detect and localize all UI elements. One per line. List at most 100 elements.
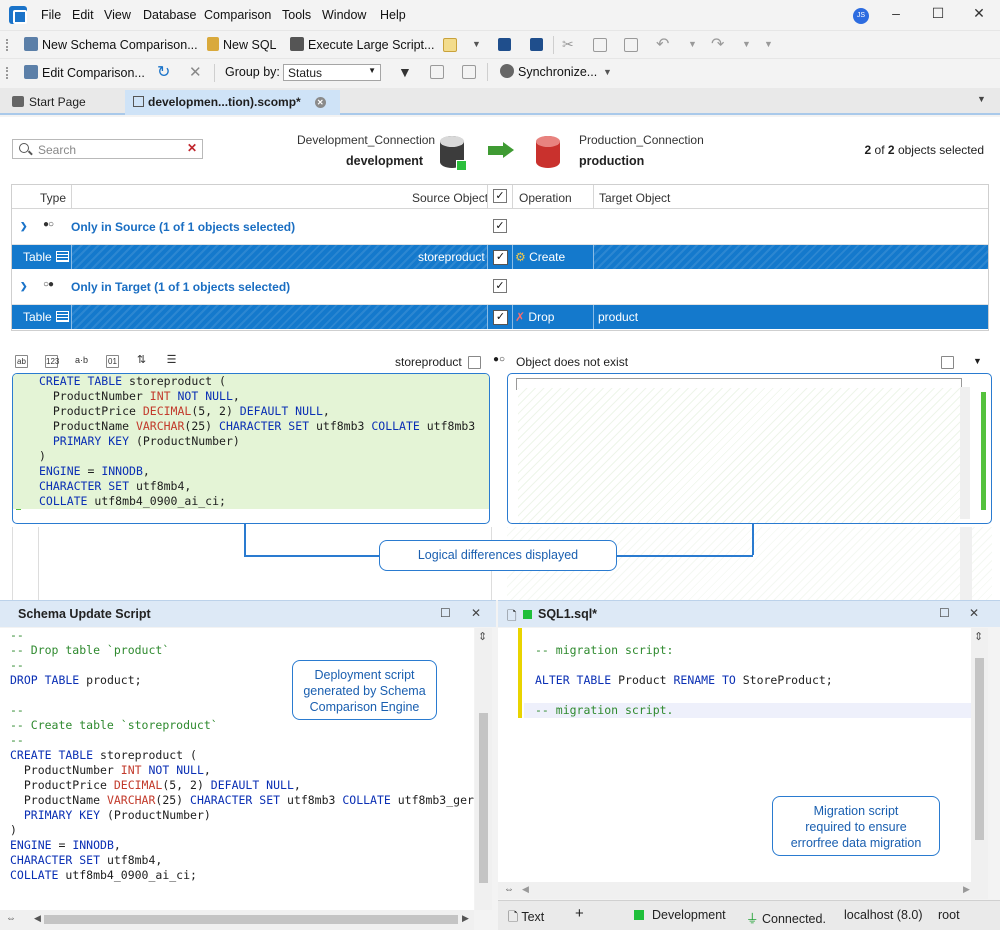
sort-icon[interactable]: ⇅ <box>136 354 147 366</box>
table-row[interactable]: Table storeproduct ✓ ⚙ Create <box>12 245 988 269</box>
target-ddl-pane[interactable] <box>507 373 992 524</box>
chevron-down-icon[interactable]: ▼ <box>973 356 982 366</box>
tab-start-page[interactable]: Start Page <box>4 90 122 115</box>
tab-schema-comparison[interactable]: developmen...tion).scomp*✕ <box>125 90 340 115</box>
chevron-down-icon[interactable]: ▼ <box>472 39 481 49</box>
new-sql-button[interactable]: New SQL <box>207 37 277 52</box>
menu-comparison[interactable]: Comparison <box>204 8 272 22</box>
column-target-object[interactable]: Target Object <box>599 191 671 205</box>
group-by-select[interactable]: Status▼ <box>283 64 381 81</box>
group-checkbox[interactable]: ✓ <box>493 279 507 293</box>
table-icon <box>55 311 69 322</box>
new-schema-comparison-button[interactable]: New Schema Comparison... <box>24 37 198 52</box>
column-source-object[interactable]: Source Object <box>412 191 489 205</box>
toolbar-separator <box>553 36 554 54</box>
compare-scrollbar[interactable] <box>960 387 970 519</box>
menu-database[interactable]: Database <box>143 8 197 22</box>
clear-search-icon[interactable]: ✕ <box>186 141 197 155</box>
horizontal-scrollbar[interactable]: ⇔ ◀ ▶ <box>498 882 988 899</box>
split-icon[interactable]: ⇕ <box>974 631 984 643</box>
ignore-binary-icon[interactable]: 01 <box>106 355 119 368</box>
chevron-down-icon[interactable]: ▼ <box>742 39 751 49</box>
ignore-whitespace-icon[interactable]: a·b <box>75 355 89 365</box>
tab-list-icon[interactable]: ▼ <box>977 94 986 104</box>
group-by-label: Group by: <box>225 65 280 79</box>
horizontal-scrollbar[interactable]: ⇔ ◀ ▶ <box>0 910 474 930</box>
row-operation: ✗ Drop <box>515 310 555 324</box>
row-checkbox[interactable]: ✓ <box>493 250 508 265</box>
sql-editor-titlebar: 🗋 SQL1.sql* ☐ ✕ <box>498 600 1000 627</box>
toolbar-overflow-icon[interactable]: ▼ <box>764 39 773 49</box>
menu-edit[interactable]: Edit <box>72 8 94 22</box>
execute-large-script-button[interactable]: Execute Large Script... <box>290 37 434 52</box>
undo-icon[interactable]: ↶ <box>656 36 670 53</box>
compare-right-title: Object does not exist <box>516 355 629 369</box>
filter-icon[interactable]: ▼ <box>398 64 412 80</box>
maximize-panel-icon[interactable]: ☐ <box>440 606 451 620</box>
group-checkbox[interactable]: ✓ <box>493 219 507 233</box>
maximize-panel-icon[interactable]: ☐ <box>939 606 950 620</box>
cut-icon[interactable]: ✂ <box>562 36 574 52</box>
close-tab-icon[interactable]: ✕ <box>314 97 326 108</box>
group-only-in-target[interactable]: ❯ ○● Only in Target (1 of 1 objects sele… <box>12 269 988 305</box>
menu-file[interactable]: File <box>41 8 62 22</box>
vertical-scrollbar[interactable]: ⇕ <box>971 628 988 882</box>
edit-comparison-button[interactable]: Edit Comparison... <box>24 65 145 80</box>
callout-connector <box>244 555 380 557</box>
stop-icon[interactable]: ✕ <box>189 64 202 81</box>
column-operation[interactable]: Operation <box>519 191 572 205</box>
row-checkbox[interactable]: ✓ <box>493 310 508 325</box>
callout-connector <box>616 555 753 557</box>
save-icon[interactable] <box>498 38 511 51</box>
minimize-icon[interactable]: – <box>892 5 900 21</box>
maximize-icon[interactable]: ☐ <box>931 5 945 21</box>
connection-name[interactable]: Development <box>634 908 726 922</box>
chevron-down-icon[interactable]: ▼ <box>688 39 697 49</box>
text-mode-tab[interactable]: 🗋 Text <box>508 910 545 924</box>
refresh-icon[interactable]: ↻ <box>157 64 171 81</box>
select-all-checkbox[interactable]: ✓ <box>493 189 507 203</box>
menu-tools[interactable]: Tools <box>282 8 312 22</box>
ignore-case-icon[interactable]: ab <box>15 355 28 368</box>
report-icon[interactable] <box>462 65 476 79</box>
paste-icon[interactable] <box>624 38 638 52</box>
comparison-grid: Type Source Object ✓ Operation Target Ob… <box>11 184 989 331</box>
source-ddl-code[interactable]: CREATE TABLE storeproduct ( ProductNumbe… <box>13 374 489 509</box>
compare-options-icon[interactable] <box>430 65 444 79</box>
indent-icon[interactable]: ☰ <box>166 354 177 366</box>
search-input[interactable]: Search ✕ <box>12 139 203 159</box>
chevron-down-icon[interactable]: ❯ <box>20 221 28 231</box>
column-type[interactable]: Type <box>40 191 67 205</box>
save-all-icon[interactable] <box>530 38 543 51</box>
split-icon[interactable]: ⇔ <box>504 884 514 895</box>
chevron-down-icon[interactable]: ▼ <box>603 67 612 77</box>
open-folder-icon[interactable] <box>443 38 457 52</box>
menu-view[interactable]: View <box>104 8 131 22</box>
add-tab-button[interactable]: + <box>575 905 584 922</box>
close-panel-icon[interactable]: ✕ <box>969 606 980 620</box>
split-icon[interactable]: ⇕ <box>478 631 488 643</box>
source-ddl-pane[interactable]: CREATE TABLE storeproduct ( ProductNumbe… <box>12 373 490 524</box>
split-icon[interactable]: ⇔ <box>6 913 16 924</box>
table-row[interactable]: Table ✓ ✗ Drop product <box>12 305 988 329</box>
user-avatar[interactable]: JS <box>853 8 869 24</box>
menu-window[interactable]: Window <box>322 8 367 22</box>
connection-state: ⏚ Connected. <box>746 912 826 926</box>
target-database-icon <box>536 136 560 168</box>
synchronize-button[interactable]: Synchronize... <box>500 64 597 79</box>
copy-icon[interactable] <box>593 38 607 52</box>
connection-status-icon <box>523 610 532 619</box>
vertical-scrollbar[interactable]: ⇕ <box>475 628 492 910</box>
close-icon[interactable]: ✕ <box>973 5 985 21</box>
menu-help[interactable]: Help <box>380 8 406 22</box>
group-only-in-source[interactable]: ❯ ●○ Only in Source (1 of 1 objects sele… <box>12 209 988 245</box>
sync-direction-arrow-icon <box>488 142 514 158</box>
execute-script-icon <box>290 37 304 51</box>
ignore-numbers-icon[interactable]: 123 <box>45 355 60 368</box>
layout-icon[interactable] <box>941 356 954 369</box>
close-panel-icon[interactable]: ✕ <box>471 606 482 620</box>
chevron-down-icon[interactable]: ❯ <box>20 281 28 291</box>
redo-icon[interactable]: ↷ <box>711 36 725 53</box>
